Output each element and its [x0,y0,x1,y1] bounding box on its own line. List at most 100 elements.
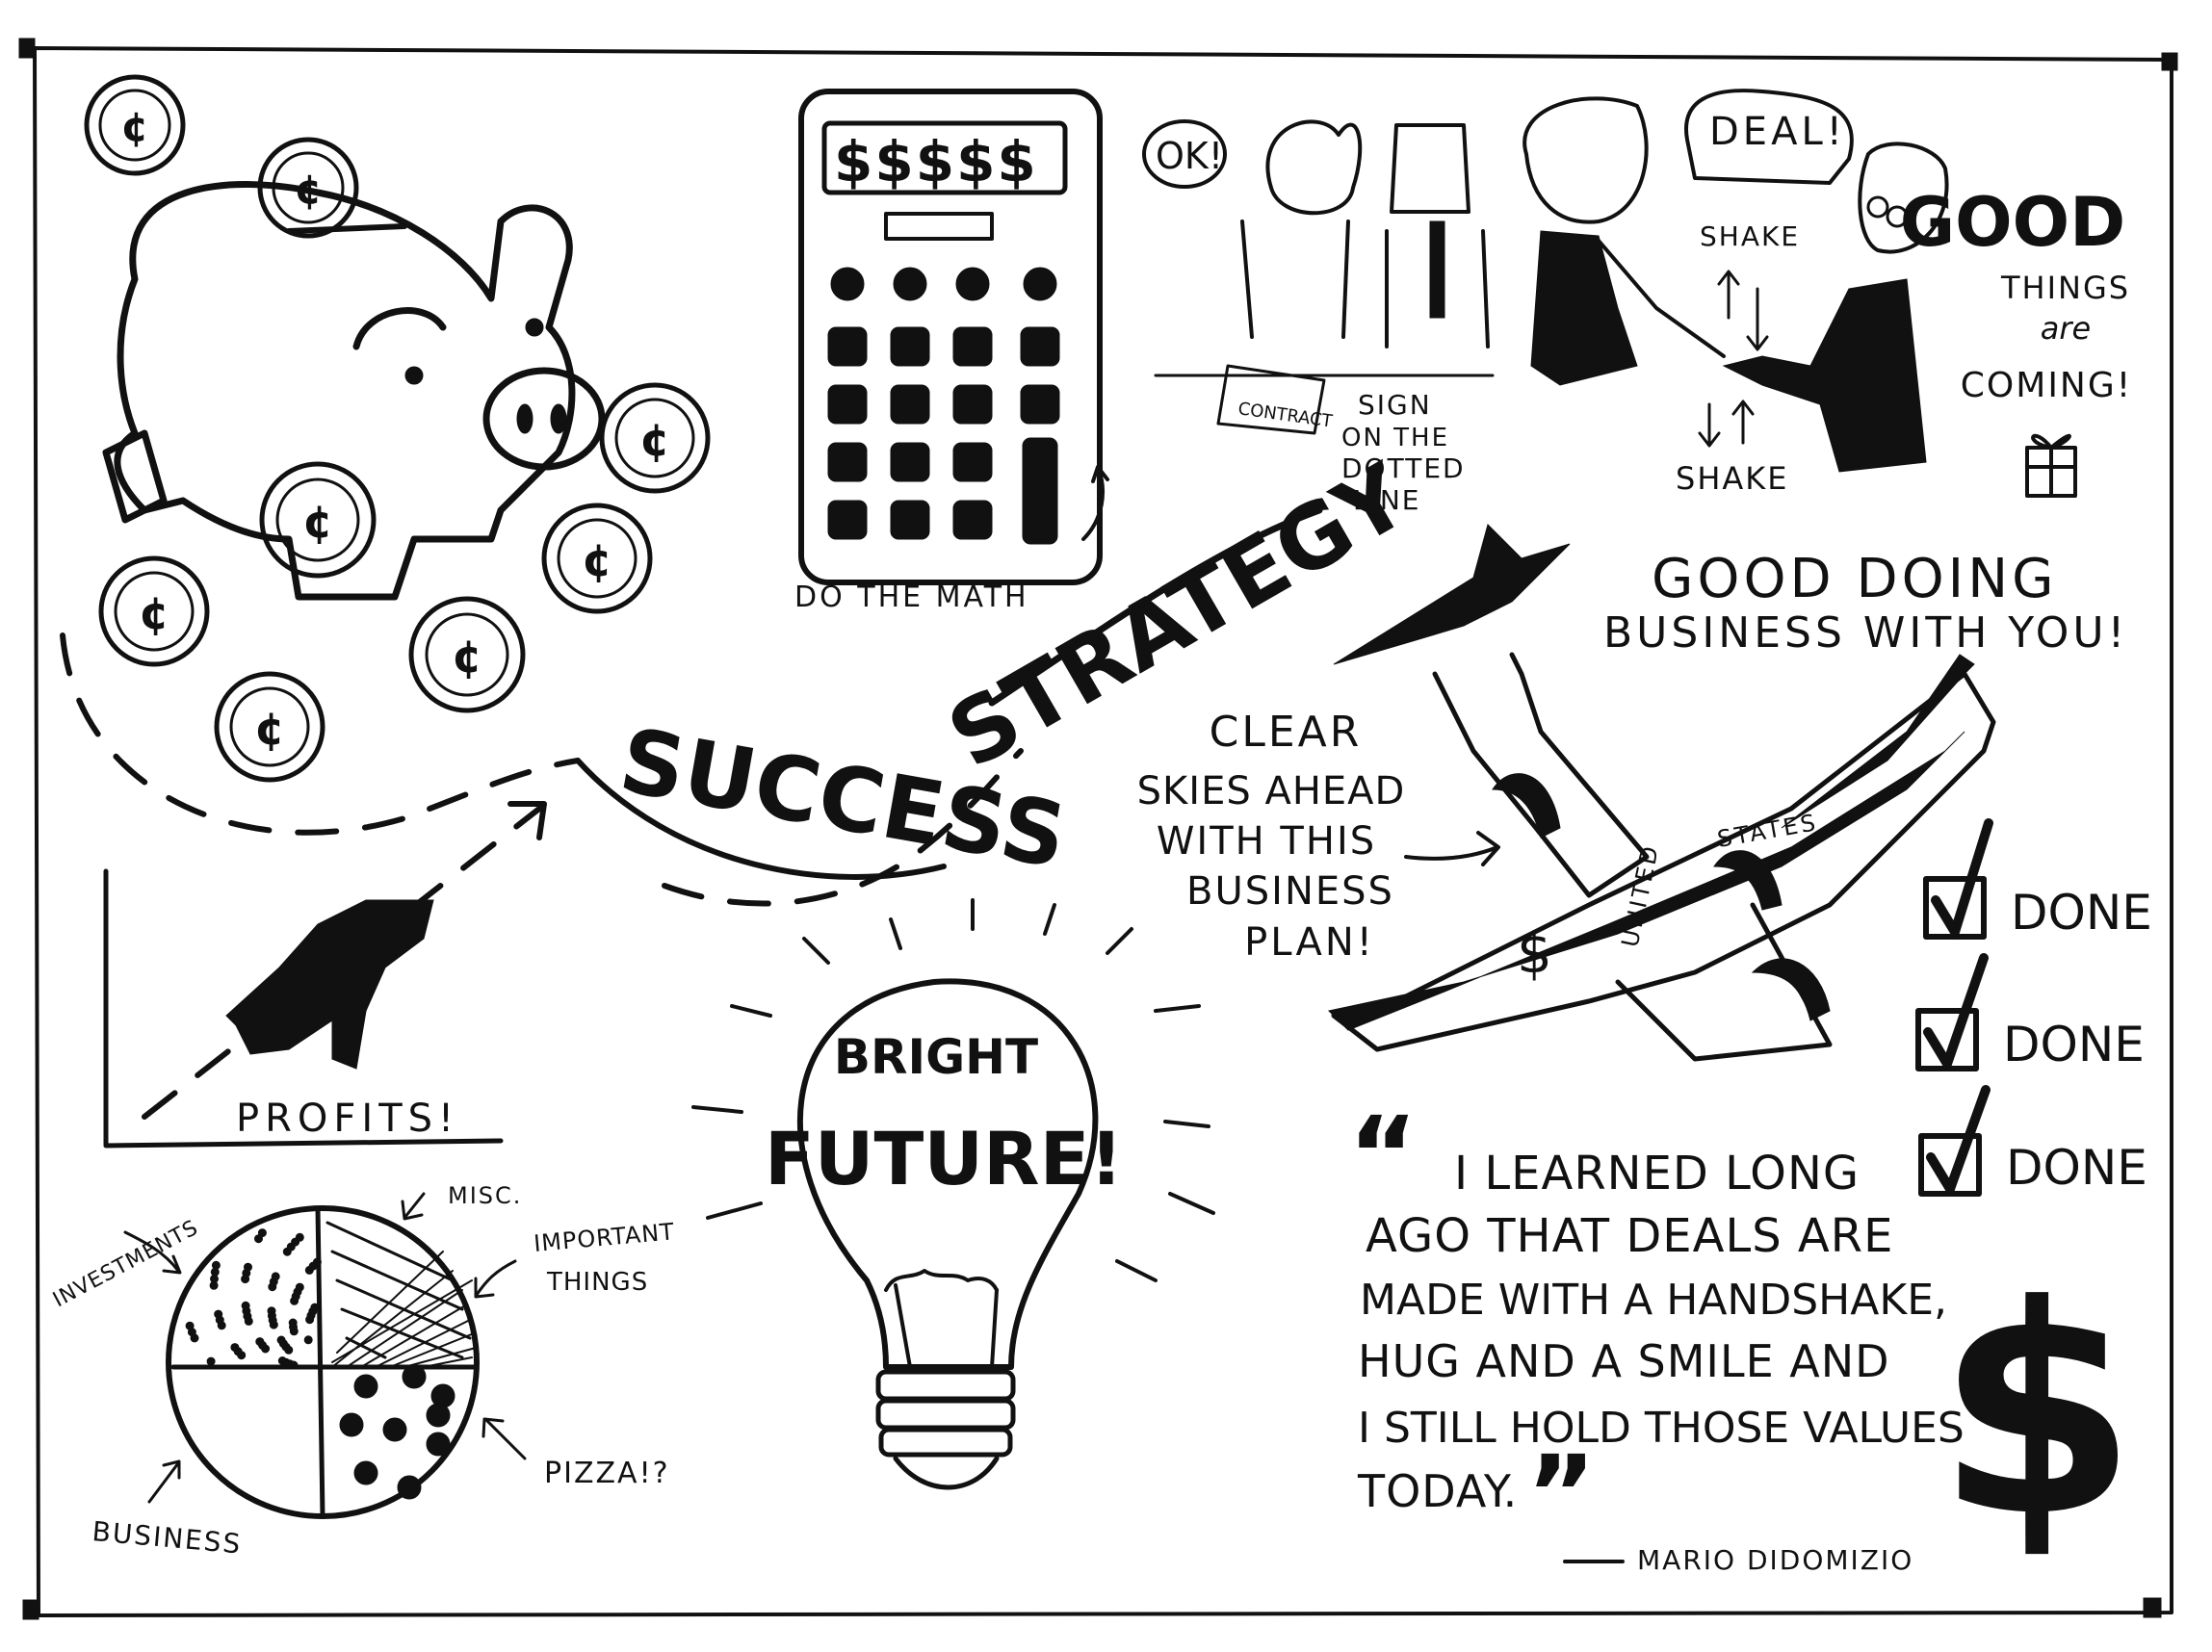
coin-icon: ¢ [408,596,526,713]
pie-dot [241,1301,250,1310]
calculator-key [830,267,865,301]
ok-speech-bubble: OK! [1156,135,1223,177]
pizza-topping [426,1403,451,1428]
done-checklist: DONE DONE DONE [1915,818,2152,1197]
quote-line: AGO THAT DEALS ARE [1366,1209,1893,1263]
pie-dot [277,1356,287,1365]
coin-icon: ¢ [98,555,210,667]
pie-label-important-line1: IMPORTANT [533,1218,676,1257]
pie-dot [295,1282,304,1292]
good-things-line: THINGS [2000,270,2130,306]
good-things-line: GOOD [1900,183,2126,262]
piggy-bank-icon [102,181,606,601]
checklist-item: DONE [1923,818,2152,941]
checkmark-icon [1931,818,1993,937]
handshake-scene: DEAL! SHAKE SHAKE [1522,89,1949,497]
coin-stack-group: ¢ ¢ ¢ ¢ ¢ ¢ ¢ ¢ [84,74,711,783]
coin-icon: ¢ [541,503,653,614]
checklist-label: DONE [2006,1140,2147,1196]
calculator-key [1020,326,1060,367]
clear-skies-line: PLAN! [1244,920,1375,965]
pie-dot-pattern [185,1228,322,1370]
svg-text:¢: ¢ [582,534,612,586]
svg-text:¢: ¢ [639,414,670,466]
good-doing-line: GOOD DOING [1652,548,2057,610]
plane-marking-united: UNITED [1616,841,1664,949]
coin-icon: ¢ [599,382,711,494]
pie-label-pizza: PIZZA!? [544,1457,670,1490]
pie-dot [303,1335,313,1345]
profits-panel: PROFITS! [103,868,504,1149]
page-frame [18,38,2178,1620]
calculator-key [893,267,927,301]
calculator-icon: $$$$$ DO THE MATH [794,89,1109,614]
profits-label: PROFITS! [236,1097,459,1141]
checkbox [1923,876,1987,940]
quote-line: I LEARNED LONG [1454,1147,1860,1200]
pie-dot [295,1232,304,1242]
coin-icon: ¢ [214,671,325,783]
svg-text:¢: ¢ [302,496,333,548]
pie-label-misc: MISC. [448,1182,522,1209]
dashed-path-decoration [60,632,1024,1120]
calculator-key [952,326,993,367]
clear-skies-line: BUSINESS [1186,869,1394,914]
pizza-topping [397,1475,422,1500]
pie-dot [185,1321,195,1330]
gift-icon [2025,433,2077,498]
shake-label-bottom: SHAKE [1676,460,1788,497]
calculator-caption: DO THE MATH [794,581,1029,614]
checklist-item: DONE [1918,1085,2147,1197]
svg-text:¢: ¢ [139,587,169,639]
pie-dot [255,1337,265,1347]
sign-caption-line: LINE [1353,484,1421,516]
quote-open-mark: “ [1348,1094,1418,1217]
shake-label-top: SHAKE [1700,220,1800,252]
svg-text:¢: ¢ [452,631,482,683]
clear-skies-note: CLEAR SKIES AHEAD WITH THIS BUSINESS PLA… [1137,708,1500,965]
bulb-text-line2: FUTURE! [765,1116,1123,1201]
checkmark-icon [1926,1085,1991,1194]
calculator-key [890,326,930,367]
quote-line: TODAY. [1357,1465,1518,1517]
calculator-key [827,384,868,425]
sign-caption-line: DOTTED [1341,452,1466,484]
coin-icon: ¢ [257,137,359,239]
checkmark-icon [1923,953,1989,1069]
pizza-topping [339,1412,364,1437]
calculator-key [952,384,993,425]
calculator-key [890,500,930,540]
good-things-note: GOOD THINGS are COMING! [1900,183,2132,498]
good-things-line: COMING! [1961,366,2132,405]
pie-dot [288,1318,298,1328]
checklist-item: DONE [1915,953,2145,1072]
budget-pie-illustration: INVESTMENTS MISC. IMPORTANT THINGS PIZZA… [49,1182,676,1561]
pie-label-important-line2: THINGS [546,1268,648,1297]
contract-signing-scene: OK! CONTRACT SIGN ON THE DOTTED LINE [1142,119,1495,516]
clear-skies-line: CLEAR [1210,708,1363,757]
calculator-key [1020,384,1060,425]
quote-line: HUG AND A SMILE AND [1358,1335,1890,1387]
bulb-text-line1: BRIGHT [834,1029,1038,1085]
pie-dot [211,1260,221,1270]
calculator-key [952,500,993,540]
svg-text:¢: ¢ [120,103,148,150]
quote-line: I STILL HOLD THOSE VALUES [1358,1404,1965,1453]
clear-skies-line: SKIES AHEAD [1137,769,1406,813]
calculator-key [1022,437,1058,545]
pie-dot [271,1272,280,1281]
quote-close-mark: ” [1526,1433,1596,1556]
pie-dot [276,1335,286,1345]
small-airplane-icon [225,899,434,1070]
good-doing-line: BUSINESS WITH YOU! [1603,608,2128,658]
pizza-topping [402,1364,427,1389]
lightbulb-icon: BRIGHT FUTURE! [691,898,1215,1490]
pizza-topping-pattern [339,1364,455,1500]
calculator-key [827,326,868,367]
pie-dot [206,1356,216,1366]
sign-caption-line: SIGN [1358,389,1432,421]
svg-text:¢: ¢ [254,703,285,755]
pie-dot [312,1257,322,1267]
pie-dot [310,1303,320,1312]
